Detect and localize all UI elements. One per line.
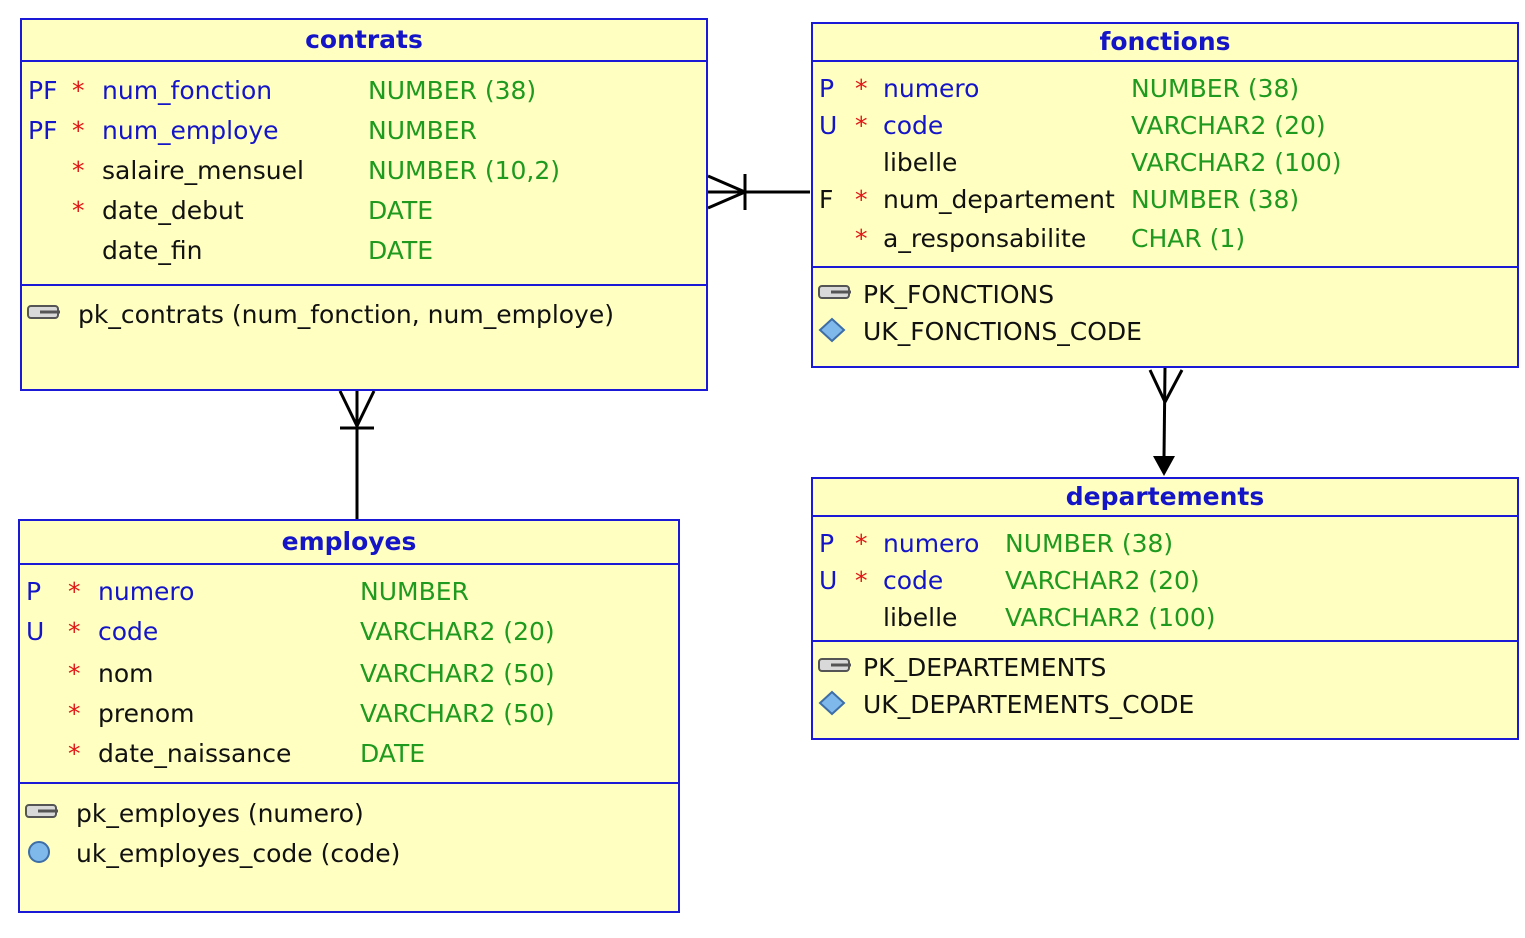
column-type: NUMBER (38) [1131,185,1300,214]
index-name: PK_DEPARTEMENTS [863,653,1107,682]
index-name: PK_FONCTIONS [863,280,1055,309]
entity-contrats[interactable]: contrats PF * num_fonction NUMBER (38) P… [20,18,708,391]
mandatory-marker: * [72,156,85,185]
column-type: NUMBER [360,577,469,606]
mandatory-marker: * [68,577,81,606]
column-name: date_fin [102,236,203,265]
key-marker: F [819,185,834,214]
column-type: DATE [360,739,426,768]
mandatory-marker: * [855,224,868,253]
mandatory-marker: * [855,185,868,214]
diamond-icon [817,690,847,722]
index-name: pk_contrats (num_fonction, num_employe) [78,300,614,329]
mandatory-marker: * [72,116,85,145]
section-divider [22,284,706,286]
mandatory-marker: * [855,111,868,140]
diamond-icon [24,839,54,871]
column-name: a_responsabilite [883,224,1087,253]
column-name: numero [883,529,980,558]
key-icon [817,280,855,310]
index-name: UK_DEPARTEMENTS_CODE [863,690,1195,719]
column-name: code [883,111,944,140]
key-icon [26,300,64,330]
column-name: code [98,617,159,646]
column-type: CHAR (1) [1131,224,1246,253]
column-type: NUMBER (10,2) [368,156,561,185]
mandatory-marker: * [68,699,81,728]
relation-fonctions-departements[interactable] [1148,367,1184,476]
column-type: VARCHAR2 (50) [360,699,555,728]
column-type: VARCHAR2 (20) [1131,111,1326,140]
key-marker: P [819,529,835,558]
key-marker: P [26,577,42,606]
column-type: VARCHAR2 (20) [360,617,555,646]
column-name: num_departement [883,185,1115,214]
mandatory-marker: * [72,196,85,225]
column-name: salaire_mensuel [102,156,304,185]
key-marker: P [819,74,835,103]
entity-employes[interactable]: employes P * numero NUMBER U * code VARC… [18,519,680,913]
section-divider [20,782,678,784]
column-type: NUMBER [368,116,477,145]
section-divider [813,640,1517,642]
column-name: libelle [883,148,958,177]
entity-title: departements [813,479,1517,517]
column-type: NUMBER (38) [1005,529,1174,558]
mandatory-marker: * [68,739,81,768]
key-marker: PF [28,116,58,145]
diamond-icon [817,317,847,349]
entity-title: employes [20,521,678,565]
column-type: DATE [368,196,434,225]
mandatory-marker: * [855,566,868,595]
column-name: numero [883,74,980,103]
column-name: date_debut [102,196,244,225]
key-icon [817,653,855,683]
key-marker: U [819,111,838,140]
column-name: code [883,566,944,595]
mandatory-marker: * [855,74,868,103]
column-type: VARCHAR2 (100) [1005,603,1216,632]
entity-title: contrats [22,20,706,62]
index-name: uk_employes_code (code) [76,839,401,868]
column-type: DATE [368,236,434,265]
key-icon [24,799,62,829]
column-name: libelle [883,603,958,632]
column-type: VARCHAR2 (20) [1005,566,1200,595]
column-name: numero [98,577,195,606]
column-type: VARCHAR2 (100) [1131,148,1342,177]
relation-contrats-employes[interactable] [338,390,376,519]
column-name: num_employe [102,116,279,145]
column-type: NUMBER (38) [368,76,537,105]
entity-departements[interactable]: departements P * numero NUMBER (38) U * … [811,477,1519,740]
mandatory-marker: * [855,529,868,558]
key-marker: U [26,617,45,646]
column-name: nom [98,659,154,688]
index-name: UK_FONCTIONS_CODE [863,317,1142,346]
entity-fonctions[interactable]: fonctions P * numero NUMBER (38) U * cod… [811,22,1519,368]
column-name: num_fonction [102,76,273,105]
mandatory-marker: * [68,659,81,688]
mandatory-marker: * [68,617,81,646]
mandatory-marker: * [72,76,85,105]
section-divider [813,266,1517,268]
key-marker: PF [28,76,58,105]
index-name: pk_employes (numero) [76,799,364,828]
key-marker: U [819,566,838,595]
column-type: VARCHAR2 (50) [360,659,555,688]
column-type: NUMBER (38) [1131,74,1300,103]
entity-title: fonctions [813,24,1517,62]
relation-contrats-fonctions[interactable] [707,174,810,210]
column-name: date_naissance [98,739,292,768]
column-name: prenom [98,699,195,728]
